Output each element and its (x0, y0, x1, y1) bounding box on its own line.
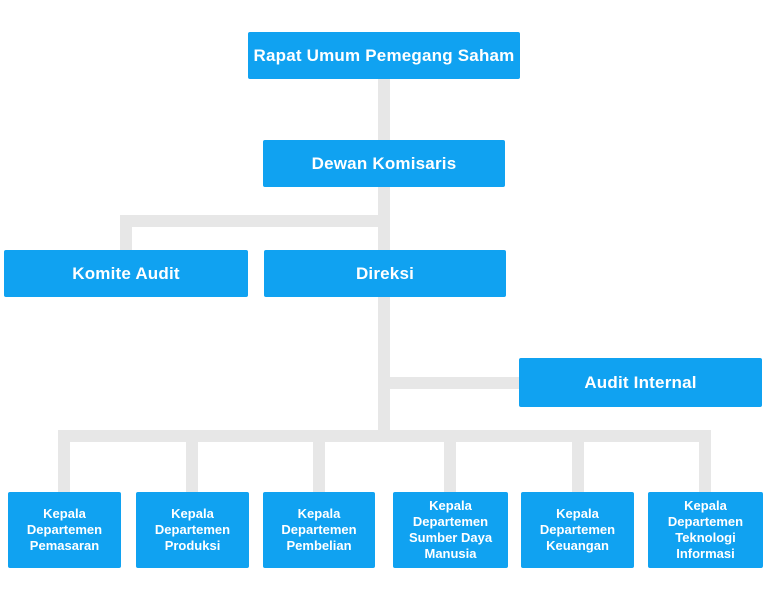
node-komite-audit: Komite Audit (4, 250, 248, 297)
connector-komite-drop (120, 215, 132, 250)
node-dewan-komisaris: Dewan Komisaris (263, 140, 505, 187)
connector-audit-internal-branch (384, 377, 519, 389)
node-direksi: Direksi (264, 250, 506, 297)
connector-komite-branch (120, 215, 390, 227)
connector-stub-keuangan (572, 430, 584, 492)
node-kepala-departemen-keuangan: Kepala Departemen Keuangan (521, 492, 634, 568)
connector-stub-sdm (444, 430, 456, 492)
connector-departments-distributor (58, 430, 711, 442)
connector-stub-produksi (186, 430, 198, 492)
connector-rups-to-dewan (378, 79, 390, 141)
node-kepala-departemen-produksi: Kepala Departemen Produksi (136, 492, 249, 568)
node-rapat-umum-pemegang-saham: Rapat Umum Pemegang Saham (248, 32, 520, 79)
node-audit-internal: Audit Internal (519, 358, 762, 407)
connector-stub-ti (699, 430, 711, 492)
connector-direksi-down (378, 297, 390, 442)
node-kepala-departemen-sumber-daya-manusia: Kepala Departemen Sumber Daya Manusia (393, 492, 508, 568)
node-kepala-departemen-teknologi-informasi: Kepala Departemen Teknologi Informasi (648, 492, 763, 568)
connector-stub-pemasaran (58, 430, 70, 492)
connector-stub-pembelian (313, 430, 325, 492)
node-kepala-departemen-pembelian: Kepala Departemen Pembelian (263, 492, 375, 568)
node-kepala-departemen-pemasaran: Kepala Departemen Pemasaran (8, 492, 121, 568)
